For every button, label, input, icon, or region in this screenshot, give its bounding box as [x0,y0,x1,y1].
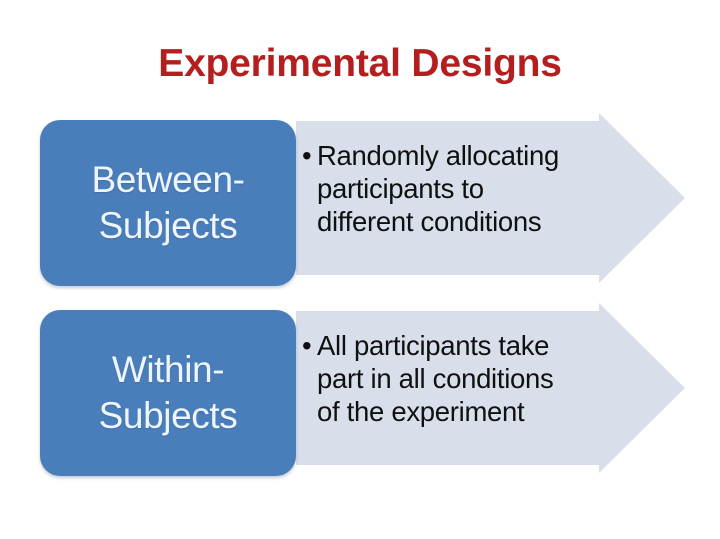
bullet-line-text: different conditions [317,206,542,237]
bullet-line-text: participants to [317,173,484,204]
bullet-line-text: All participants take [317,330,550,361]
bullet-line: •All participants take [302,329,632,362]
bullet-line-text: of the experiment [317,396,525,427]
design-box-label: Within- Subjects [98,349,238,436]
bullet-icon: • [302,140,312,171]
bullet-line-text: Randomly allocating [317,140,559,171]
arrow-callout-between-subjects: •Randomly allocating participants to dif… [296,113,685,283]
arrow-callout-within-subjects: •All participants take part in all condi… [296,303,685,473]
design-box-within-subjects[interactable]: Within- Subjects [40,310,296,476]
bullet-line: •Randomly allocating [302,139,632,172]
page-title: Experimental Designs [158,42,562,85]
design-box-between-subjects[interactable]: Between- Subjects [40,120,296,286]
design-row-within-subjects: •All participants take part in all condi… [0,293,720,483]
design-box-label: Between- Subjects [91,159,245,246]
arrow-text-within-subjects: •All participants take part in all condi… [302,329,632,428]
bullet-icon: • [302,330,312,361]
design-row-between-subjects: •Randomly allocating participants to dif… [0,103,720,293]
bullet-line-text: part in all conditions [317,363,554,394]
arrow-text-between-subjects: •Randomly allocating participants to dif… [302,139,632,238]
